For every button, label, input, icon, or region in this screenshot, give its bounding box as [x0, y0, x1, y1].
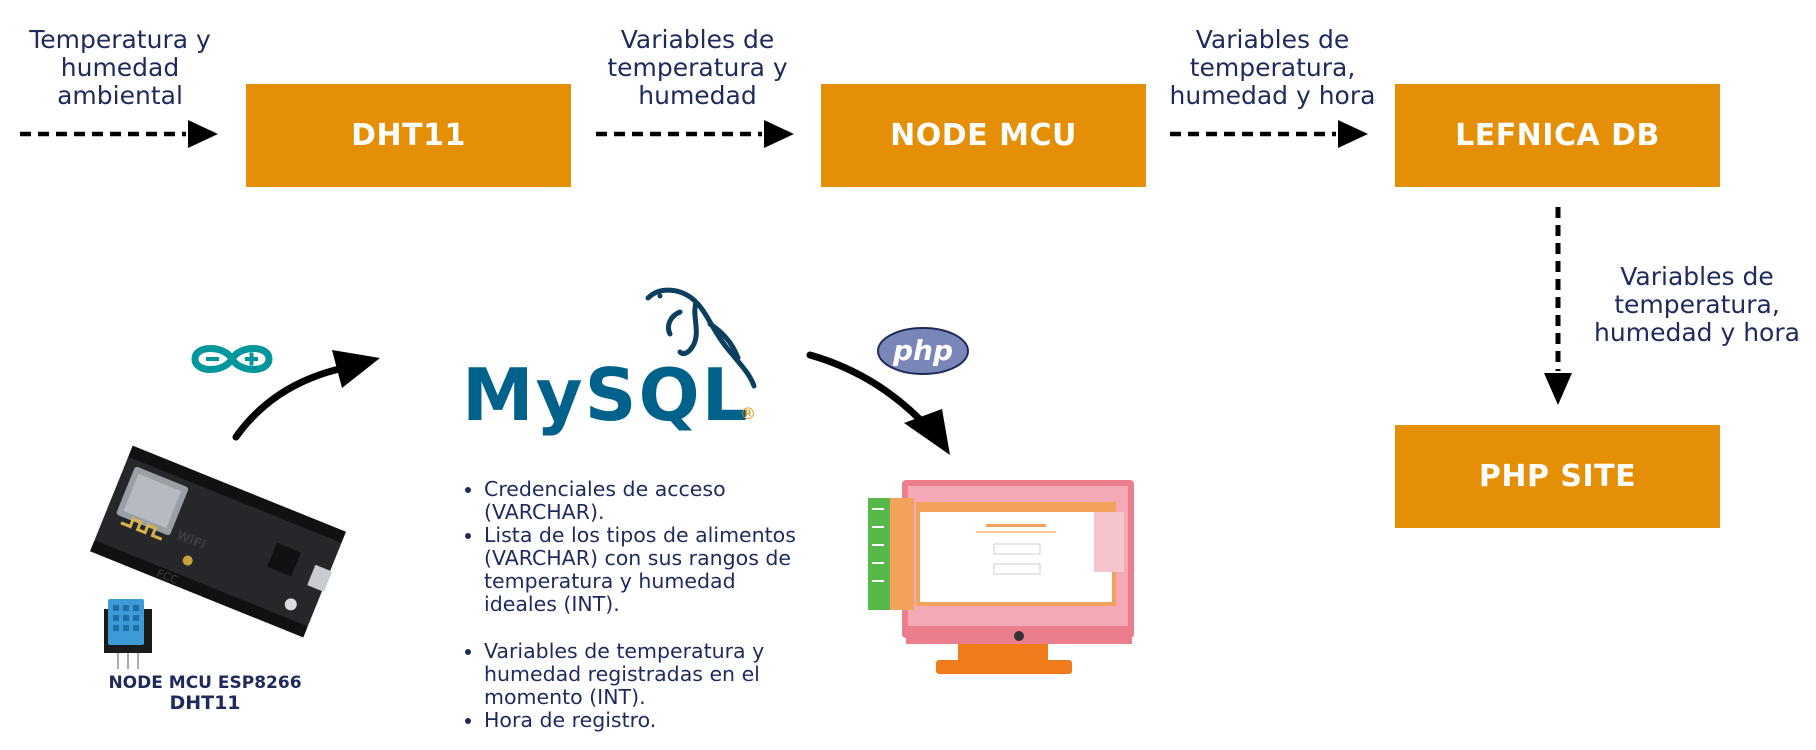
edge-label-db-to-php: Variables de temperatura, humedad y hora — [1594, 262, 1800, 347]
list-item: Variables de temperatura y humedad regis… — [484, 640, 804, 709]
dht11-sensor-illustration — [104, 599, 152, 669]
edge-label-nodemcu-to-db: Variables de temperatura, humedad y hora — [1169, 25, 1376, 110]
list-item: Credenciales de acceso (VARCHAR). — [484, 478, 804, 524]
list-item: Lista de los tipos de alimentos (VARCHAR… — [484, 524, 804, 616]
mysql-logo-text: MySQL — [462, 355, 750, 435]
node-mcu-board-illustration: WiFi FCC — [90, 445, 346, 638]
arrow-db-to-php-site — [1544, 207, 1572, 405]
curve-arrow-mysql-to-site — [806, 351, 950, 455]
mysql-logo-wordmark: MySQL — [462, 353, 750, 437]
box-php-site: PHP SITE — [1395, 425, 1720, 528]
mysql-dolphin-icon — [645, 287, 757, 389]
mysql-data-list: Credenciales de acceso (VARCHAR). Lista … — [458, 478, 804, 732]
php-logo-icon: php — [877, 327, 969, 375]
hardware-caption-line1: NODE MCU ESP8266 — [108, 673, 302, 693]
box-node-mcu: NODE MCU — [821, 84, 1146, 187]
arrow-nodemcu-to-db — [1170, 120, 1368, 148]
input-label: Temperatura y humedad ambiental — [29, 25, 211, 110]
edge-label-dht11-to-nodemcu: Variables de temperatura y humedad — [607, 25, 788, 110]
arrow-dht11-to-nodemcu — [596, 120, 794, 148]
php-site-monitor-illustration — [868, 480, 1134, 674]
list-item: Hora de registro. — [484, 709, 804, 732]
box-lefnica-db: LEFNICA DB — [1395, 84, 1720, 187]
arrow-input-to-dht11 — [20, 120, 218, 148]
hardware-caption-line2: DHT11 — [169, 692, 241, 714]
box-dht11: DHT11 — [246, 84, 571, 187]
curve-arrow-board-to-mysql — [232, 350, 380, 441]
svg-text:php: php — [892, 334, 953, 367]
arduino-logo-icon — [191, 345, 273, 373]
mysql-registered-mark: ® — [740, 404, 756, 423]
